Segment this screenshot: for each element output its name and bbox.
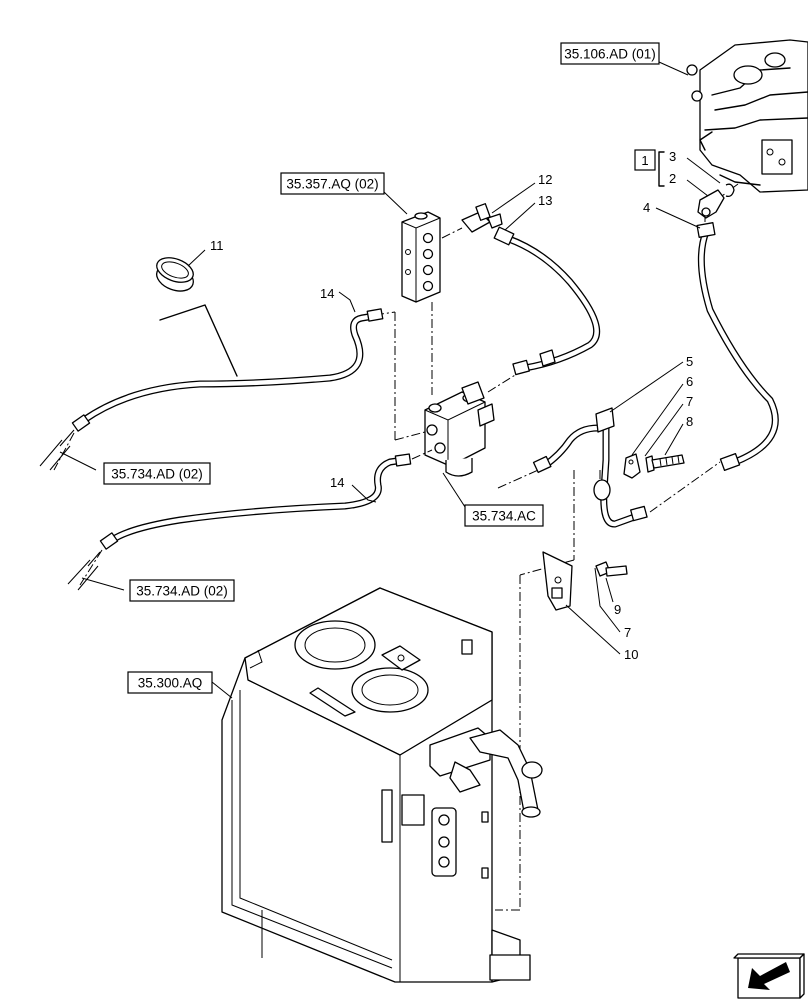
callout-10[interactable]: 10 (624, 647, 638, 662)
tube-5 (532, 407, 648, 528)
o-ring-11 (156, 257, 238, 377)
callout-14-lower[interactable]: 14 (330, 475, 344, 490)
leader-lines (59, 61, 721, 699)
bolt-8 (645, 454, 685, 473)
bracket-10 (542, 551, 573, 611)
callout-1[interactable]: 1 (634, 149, 656, 171)
hose-4 (696, 222, 779, 472)
connection-lines (53, 183, 739, 911)
svg-text:35.106.AD (01): 35.106.AD (01) (564, 47, 656, 62)
callout-13[interactable]: 13 (538, 193, 552, 208)
callout-8[interactable]: 8 (686, 414, 693, 429)
svg-text:35.300.AQ: 35.300.AQ (138, 676, 203, 691)
svg-text:1: 1 (641, 153, 648, 168)
valve-block (424, 381, 495, 477)
hose-13 (493, 226, 601, 376)
hose-14-upper (39, 308, 384, 471)
manifold-block (401, 211, 441, 303)
svg-text:35.734.AD (02): 35.734.AD (02) (111, 467, 203, 482)
pump-assembly (686, 39, 808, 193)
callout-12[interactable]: 12 (538, 172, 552, 187)
hydraulic-tank (221, 587, 543, 983)
svg-text:35.357.AQ (02): 35.357.AQ (02) (286, 177, 378, 192)
ref-35-734-ad-02-lower[interactable]: 35.734.AD (02) (129, 579, 235, 602)
callout-7-upper[interactable]: 7 (686, 394, 693, 409)
fitting-12 (441, 203, 503, 239)
direction-arrow-icon (733, 953, 805, 999)
callout-3[interactable]: 3 (669, 149, 676, 164)
callout-11[interactable]: 11 (210, 238, 224, 253)
ref-35-300-aq[interactable]: 35.300.AQ (127, 671, 213, 694)
callout-4[interactable]: 4 (643, 200, 650, 215)
callout-6[interactable]: 6 (686, 374, 693, 389)
ref-35-734-ad-02-upper[interactable]: 35.734.AD (02) (103, 462, 211, 485)
ref-35-357-aq-02[interactable]: 35.357.AQ (02) (280, 172, 385, 195)
svg-text:35.734.AC: 35.734.AC (472, 509, 536, 524)
callout-5[interactable]: 5 (686, 354, 693, 369)
ref-35-734-ac[interactable]: 35.734.AC (464, 504, 544, 527)
svg-text:35.734.AD (02): 35.734.AD (02) (136, 584, 228, 599)
bracket-6 (623, 453, 641, 479)
elbow-fitting-2 (697, 183, 735, 219)
ref-35-106-ad-01[interactable]: 35.106.AD (01) (560, 42, 660, 65)
callout-9[interactable]: 9 (614, 602, 621, 617)
bolt-9 (595, 561, 628, 577)
hose-14-lower (67, 453, 412, 591)
callout-7-lower[interactable]: 7 (624, 625, 631, 640)
callout-14-upper[interactable]: 14 (320, 286, 334, 301)
callout-2[interactable]: 2 (669, 171, 676, 186)
